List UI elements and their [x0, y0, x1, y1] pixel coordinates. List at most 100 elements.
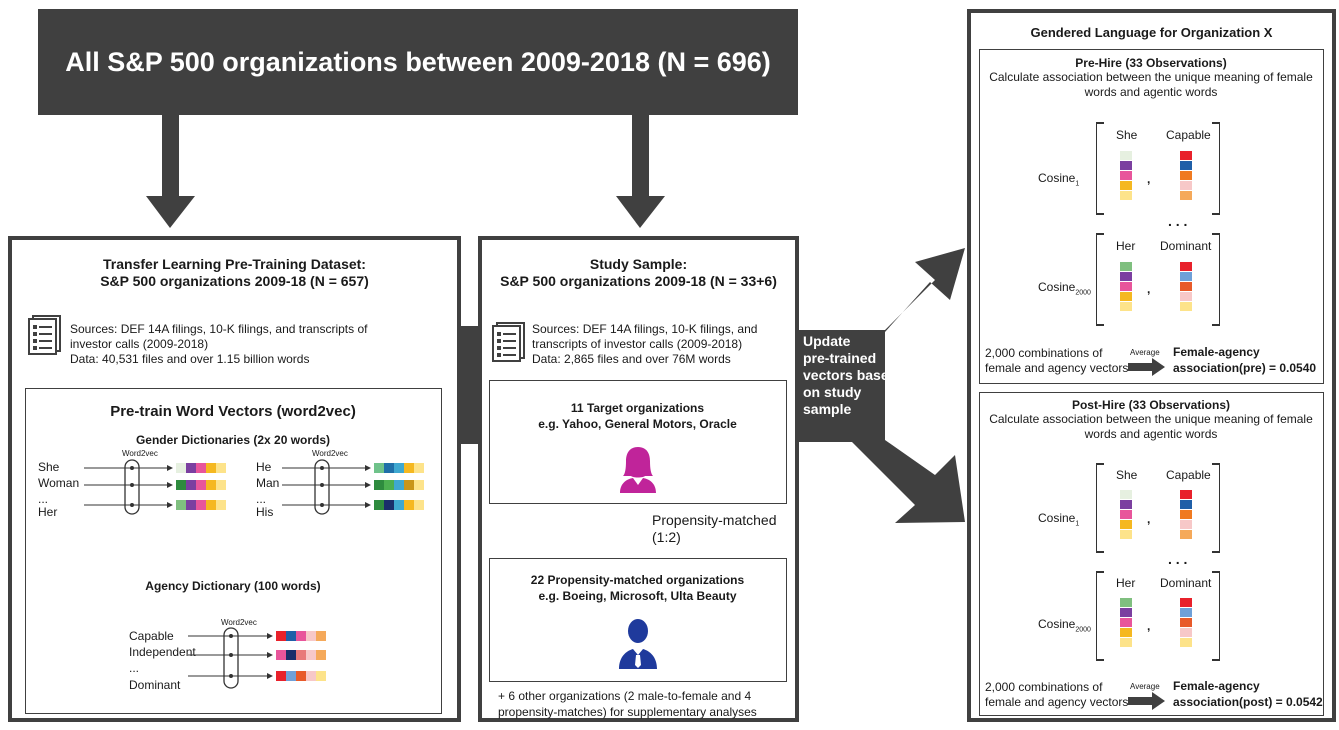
- arrow-down-right: [850, 440, 965, 523]
- post-desc-2: words and agentic words: [1084, 427, 1218, 441]
- male-word-1: He: [256, 460, 272, 474]
- pre-word-capable: Capable: [1166, 128, 1211, 142]
- transfer-sources-1: Sources: DEF 14A filings, 10-K filings, …: [70, 322, 368, 336]
- target-orgs-example: e.g. Yahoo, General Motors, Oracle: [538, 417, 737, 431]
- top-banner-text: All S&P 500 organizations between 2009-2…: [65, 47, 771, 77]
- ellipsis: . . .: [1168, 213, 1188, 229]
- study-data: Data: 2,865 files and over 76M words: [532, 352, 731, 366]
- post-comb-2: female and agency vectors: [985, 695, 1129, 709]
- pre-she-vector: [1120, 151, 1132, 201]
- post-she-vector: [1120, 490, 1132, 540]
- down-arrow-right: [616, 115, 665, 228]
- post-average-label: Average: [1130, 682, 1160, 691]
- comma: ,: [1147, 172, 1151, 186]
- update-line-3: vectors based: [803, 367, 898, 383]
- post-comb-1: 2,000 combinations of: [985, 680, 1103, 694]
- study-title-2: S&P 500 organizations 2009-18 (N = 33+6): [500, 273, 777, 289]
- pre-desc-1: Calculate association between the unique…: [989, 70, 1313, 84]
- transfer-data: Data: 40,531 files and over 1.15 billion…: [70, 352, 310, 366]
- study-footnote-1: + 6 other organizations (2 male-to-femal…: [498, 689, 752, 703]
- agency-dict-title: Agency Dictionary (100 words): [145, 579, 321, 593]
- comma: ,: [1147, 619, 1151, 633]
- gender-dict-title: Gender Dictionaries (2x 20 words): [135, 433, 331, 447]
- post-capable-vector: [1180, 490, 1192, 540]
- study-footnote-2: propensity-matches) for supplementary an…: [498, 705, 757, 719]
- post-cosine-1: Cosine1: [1038, 511, 1080, 528]
- mid-right-connector: [795, 330, 885, 442]
- agency-word-1: Capable: [129, 629, 174, 643]
- propensity-label-1: Propensity-matched: [652, 512, 777, 528]
- agency-vector-1: [276, 631, 326, 641]
- transfer-sources-2: investor calls (2009-2018): [70, 337, 209, 351]
- post-dominant-vector: [1180, 598, 1192, 648]
- post-word-dominant: Dominant: [1160, 576, 1212, 590]
- post-desc-1: Calculate association between the unique…: [989, 412, 1313, 426]
- pre-word-she: She: [1116, 128, 1138, 142]
- target-orgs-box: 11 Target organizations e.g. Yahoo, Gene…: [489, 380, 787, 504]
- comma: ,: [1147, 282, 1151, 296]
- pre-hire-box: Pre-Hire (33 Observations) Calculate ass…: [979, 49, 1324, 384]
- male-person-icon: [619, 619, 657, 669]
- male-word-2: Man: [256, 476, 280, 490]
- pretrain-box: Pre-train Word Vectors (word2vec) Gender…: [25, 388, 442, 714]
- pre-result-2: association(pre) = 0.0540: [1173, 361, 1317, 375]
- agency-word-3: ...: [129, 661, 140, 675]
- word2vec-label-male: Word2vec: [312, 449, 348, 458]
- post-word-she: She: [1116, 468, 1138, 482]
- ellipsis: . . .: [1168, 551, 1188, 567]
- pre-word-her: Her: [1116, 239, 1136, 253]
- pre-capable-vector: [1180, 151, 1192, 201]
- male-word-3: ...: [256, 492, 267, 506]
- female-word-2: Woman: [38, 476, 80, 490]
- male-vector-1: [374, 463, 424, 473]
- female-word-4: Her: [38, 505, 58, 519]
- pre-average-label: Average: [1130, 348, 1160, 357]
- word2vec-label-female: Word2vec: [122, 449, 158, 458]
- pre-comb-1: 2,000 combinations of: [985, 346, 1103, 360]
- female-person-icon: [620, 447, 656, 493]
- word2vec-label-agency: Word2vec: [221, 618, 257, 627]
- pre-cosine-1: Cosine1: [1038, 171, 1080, 188]
- agency-vector-2: [276, 650, 326, 660]
- update-line-1: Update: [803, 333, 851, 349]
- pre-comb-2: female and agency vectors: [985, 361, 1129, 375]
- post-result-1: Female-agency: [1173, 679, 1260, 693]
- gendered-language-box: Gendered Language for Organization X Pre…: [967, 9, 1336, 722]
- study-title-1: Study Sample:: [589, 256, 688, 272]
- agency-word-4: Dominant: [129, 678, 181, 692]
- female-vector-2: [176, 480, 226, 490]
- transfer-title-1: Transfer Learning Pre-Training Dataset:: [103, 256, 366, 272]
- post-bracket-1: [1096, 463, 1220, 551]
- pre-bracket-1: [1096, 122, 1220, 213]
- document-icon: [492, 322, 525, 362]
- matched-orgs-example: e.g. Boeing, Microsoft, Ulta Beauty: [538, 589, 737, 603]
- post-hire-box: Post-Hire (33 Observations) Calculate as…: [979, 392, 1324, 716]
- pre-bracket-2: [1096, 233, 1220, 324]
- post-result-2: association(post) = 0.0542: [1173, 695, 1323, 709]
- pre-cosine-2000: Cosine2000: [1038, 280, 1091, 297]
- study-sources-1: Sources: DEF 14A filings, 10-K filings, …: [532, 322, 758, 336]
- word2vec-diagrams: [84, 459, 371, 689]
- post-bracket-2: [1096, 571, 1220, 659]
- study-sources-2: transcripts of investor calls (2009-2018…: [532, 337, 743, 351]
- agency-vector-3: [276, 671, 326, 681]
- transfer-learning-box: Transfer Learning Pre-Training Dataset: …: [8, 236, 461, 722]
- post-word-her: Her: [1116, 576, 1136, 590]
- post-her-vector: [1120, 598, 1132, 648]
- male-vector-2: [374, 480, 424, 490]
- matched-orgs-title: 22 Propensity-matched organizations: [530, 573, 745, 587]
- down-arrow-left: [146, 115, 195, 228]
- update-line-5: sample: [803, 401, 852, 417]
- pretrain-title: Pre-train Word Vectors (word2vec): [110, 403, 356, 420]
- male-word-4: His: [256, 505, 274, 519]
- female-word-1: She: [38, 460, 60, 474]
- pre-dominant-vector: [1180, 262, 1192, 312]
- transfer-title-2: S&P 500 organizations 2009-18 (N = 657): [100, 273, 369, 289]
- pre-title: Pre-Hire (33 Observations): [1075, 56, 1227, 70]
- gendered-title: Gendered Language for Organization X: [1030, 25, 1273, 40]
- pre-her-vector: [1120, 262, 1132, 312]
- post-average-arrow: [1128, 692, 1165, 710]
- pre-desc-2: words and agentic words: [1084, 85, 1218, 99]
- document-icon: [28, 315, 61, 355]
- agency-word-2: Independent: [129, 645, 196, 659]
